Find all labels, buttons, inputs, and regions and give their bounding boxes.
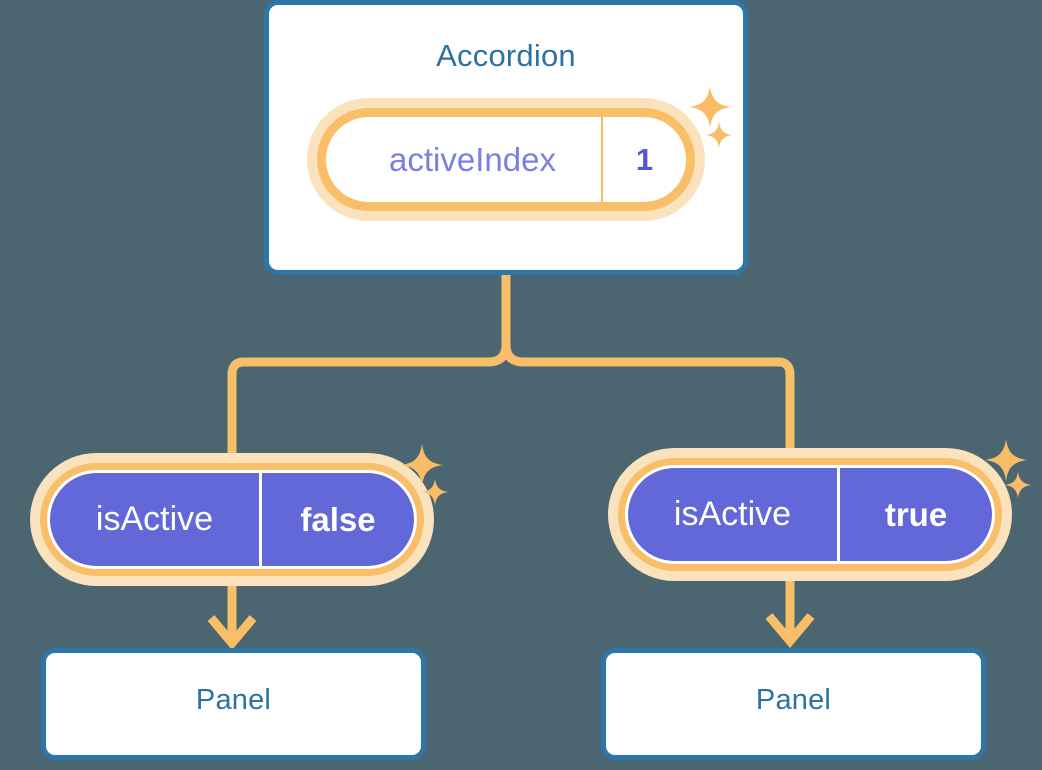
prop-key-label: isActive — [673, 495, 792, 533]
state-badge-divider — [601, 117, 603, 202]
prop-value-label: true — [884, 495, 948, 533]
component-card-panel-right[interactable]: Panel — [601, 648, 986, 760]
arrow-down-icon-left — [207, 580, 257, 650]
sparkle-four-point-small-icon — [705, 121, 733, 149]
component-card-panel-left[interactable]: Panel — [41, 648, 426, 760]
prop-badge-divider — [259, 473, 262, 566]
state-badge-body: activeIndex 1 — [326, 117, 686, 202]
prop-badge-ring: isActive false — [40, 463, 424, 576]
sparkle-four-point-small-icon — [1004, 471, 1032, 499]
sparkle-four-point-icon — [984, 438, 1028, 482]
prop-badge-body: isActive true — [625, 465, 995, 564]
connector-branch-right — [501, 344, 795, 452]
prop-key-label: isActive — [95, 500, 214, 538]
prop-badge-divider — [837, 468, 840, 561]
panel-title: Panel — [195, 684, 272, 716]
prop-badge-isactive-left[interactable]: isActive false — [30, 453, 434, 586]
sparkle-four-point-icon — [688, 85, 732, 129]
prop-value-label: false — [300, 500, 376, 538]
panel-title: Panel — [755, 684, 832, 716]
state-key-label: activeIndex — [389, 140, 556, 178]
sparkle-four-point-small-icon — [421, 478, 449, 506]
sparkle-four-point-icon — [400, 443, 444, 487]
state-badge-activeindex[interactable]: activeIndex 1 — [307, 98, 705, 221]
prop-badge-body: isActive false — [47, 470, 417, 569]
prop-badge-isactive-right[interactable]: isActive true — [608, 448, 1012, 581]
page-title: Accordion — [436, 38, 576, 73]
arrow-down-icon-right — [765, 578, 815, 648]
prop-badge-ring: isActive true — [618, 458, 1002, 571]
state-value-label: 1 — [635, 141, 654, 177]
state-badge-ring: activeIndex 1 — [317, 108, 695, 211]
connector-branch-left — [227, 344, 511, 455]
